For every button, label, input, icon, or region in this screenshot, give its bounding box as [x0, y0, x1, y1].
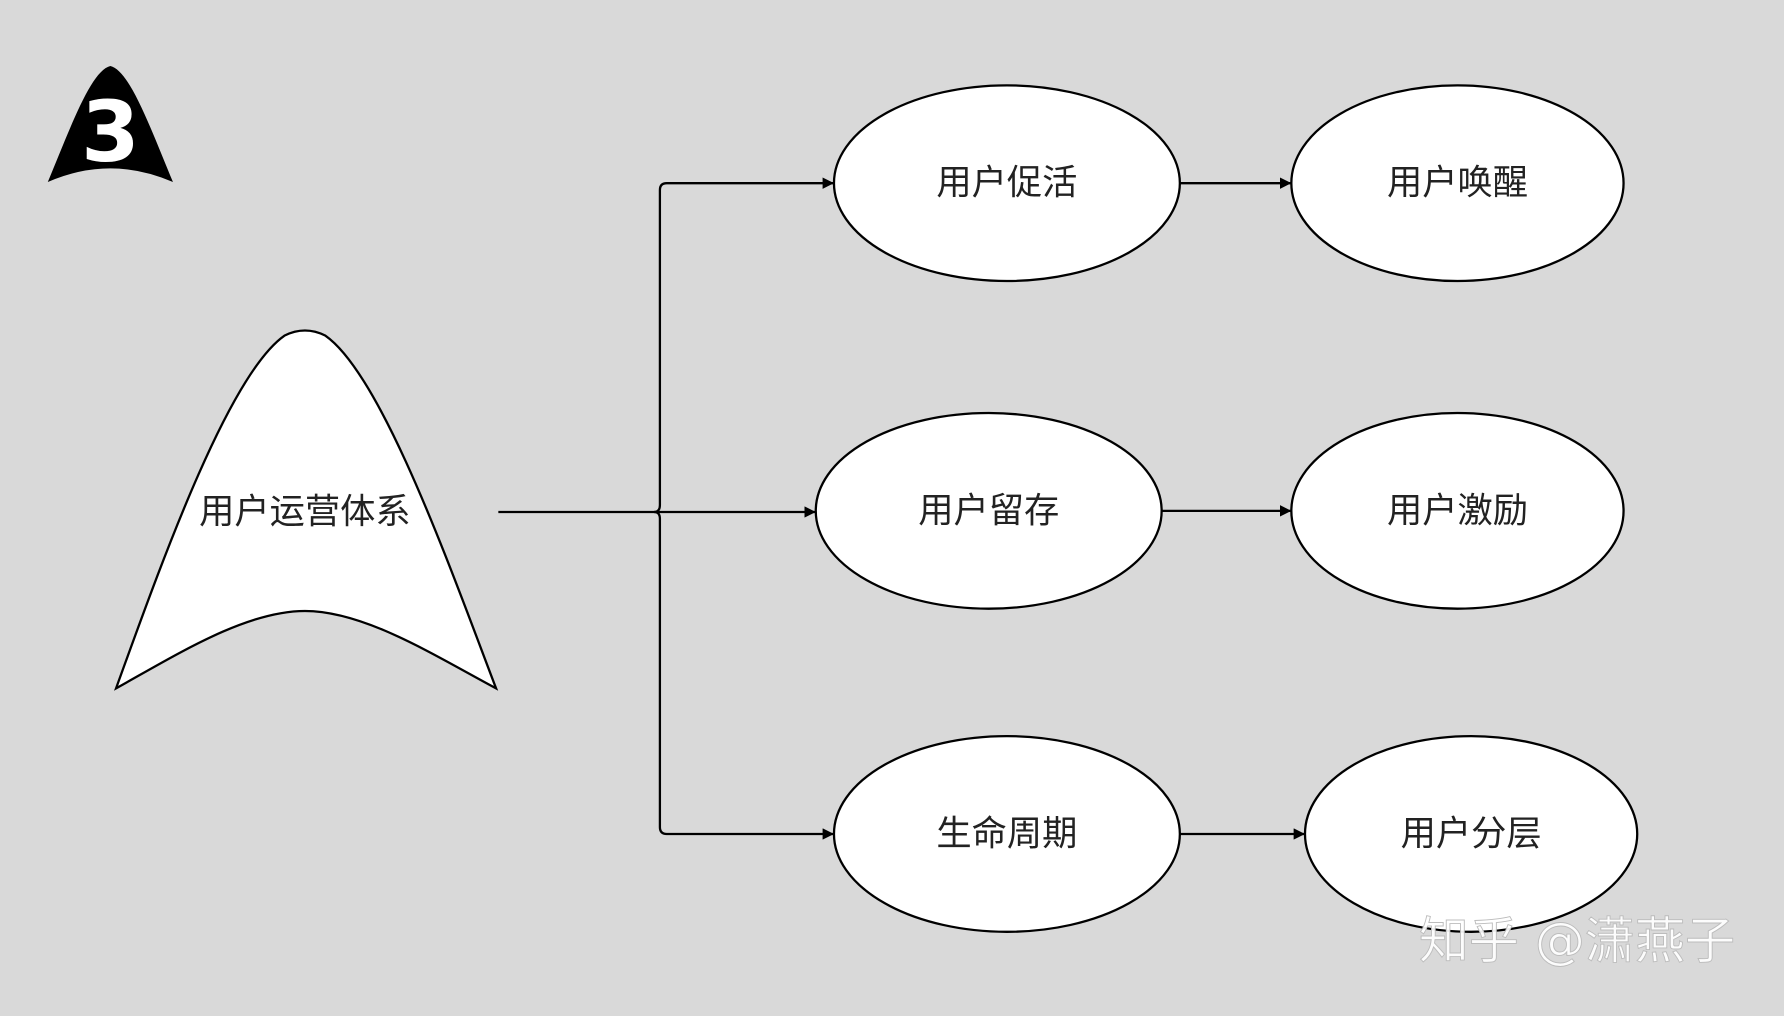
node-wakeup-label: 用户唤醒: [1387, 163, 1528, 204]
node-lifecycle-label: 生命周期: [936, 813, 1077, 854]
node-layering-label: 用户分层: [1401, 813, 1542, 854]
node-layering-shape: [1303, 734, 1639, 933]
node-incentive: 用户激励: [1290, 411, 1625, 610]
connector-bracket-bottom: [654, 510, 834, 840]
connector-bracket-top: [654, 177, 834, 514]
watermark: 知乎 @潇燕子: [1419, 912, 1735, 970]
node-lifecycle: 生命周期: [832, 734, 1181, 933]
node-wakeup: 用户唤醒: [1290, 84, 1625, 283]
node-activation-label: 用户促活: [936, 163, 1077, 204]
logo-shape: [47, 65, 173, 183]
root-shape: [113, 329, 499, 691]
logo: 3: [47, 65, 173, 183]
node-incentive-label: 用户激励: [1387, 490, 1528, 531]
root-node: 用户运营体系: [113, 329, 499, 691]
node-activation: 用户促活: [832, 84, 1181, 283]
node-retention-label: 用户留存: [918, 490, 1059, 531]
root-label: 用户运营体系: [199, 491, 410, 532]
node-wakeup-shape: [1290, 84, 1625, 283]
node-layering: 用户分层: [1303, 734, 1639, 933]
node-retention: 用户留存: [814, 411, 1163, 610]
logo-text: 3: [81, 83, 140, 181]
node-incentive-shape: [1290, 411, 1625, 610]
